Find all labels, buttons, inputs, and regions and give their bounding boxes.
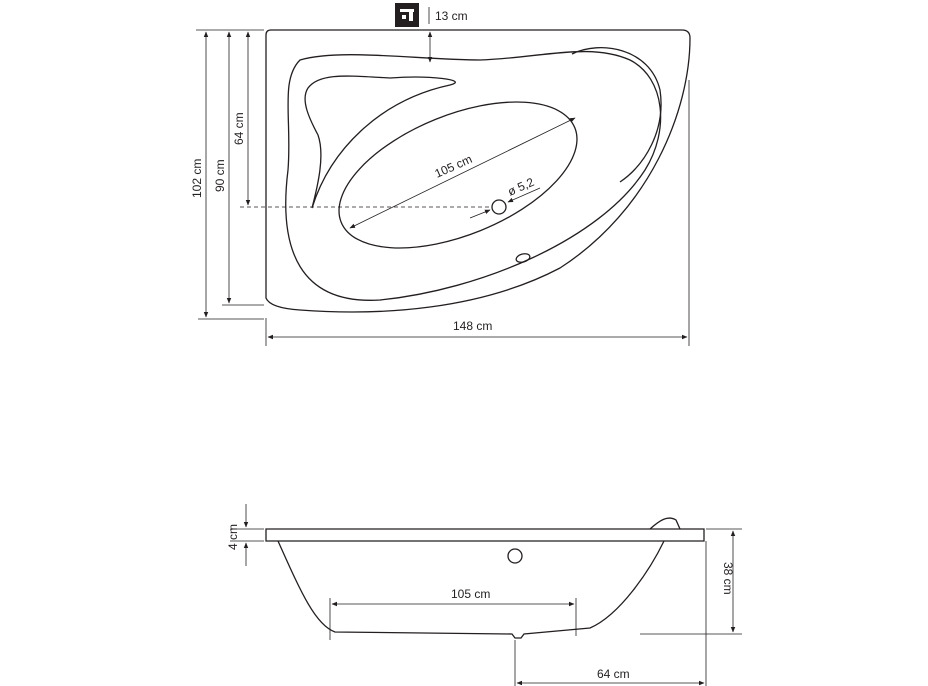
- total-depth-label: 102 cm: [190, 159, 204, 198]
- drain-depth-label: 64 cm: [232, 112, 246, 145]
- top-view: 105 cm ø 5,2 13 cm 148 cm 102 cm 90 cm: [190, 3, 691, 346]
- overflow-side: [507, 548, 523, 564]
- side-view: 4 cm 105 cm 38 cm 64 cm: [226, 504, 742, 686]
- total-height-label: 38 cm: [721, 562, 735, 595]
- seat-curve: [304, 75, 456, 209]
- tap-icon: [395, 3, 419, 27]
- drain-hole: [491, 199, 507, 215]
- drain-diameter-label: ø 5,2: [506, 175, 537, 199]
- rim-top: [265, 528, 705, 542]
- tub-outline-top: [265, 29, 691, 313]
- tub-body-side: [277, 540, 665, 639]
- side-basin-length-label: 105 cm: [451, 587, 490, 601]
- overflow-hole: [515, 253, 531, 263]
- drain-offset-label: 64 cm: [597, 667, 630, 681]
- headrest: [571, 47, 662, 183]
- basin-length-label: 105 cm: [433, 152, 475, 181]
- length-label: 148 cm: [453, 319, 492, 333]
- rim-height-label: 4 cm: [226, 524, 240, 550]
- inner-depth-label: 90 cm: [213, 159, 227, 192]
- basin-rim: [285, 50, 662, 301]
- headrest-side: [649, 517, 681, 530]
- tap-offset-label: 13 cm: [435, 9, 468, 23]
